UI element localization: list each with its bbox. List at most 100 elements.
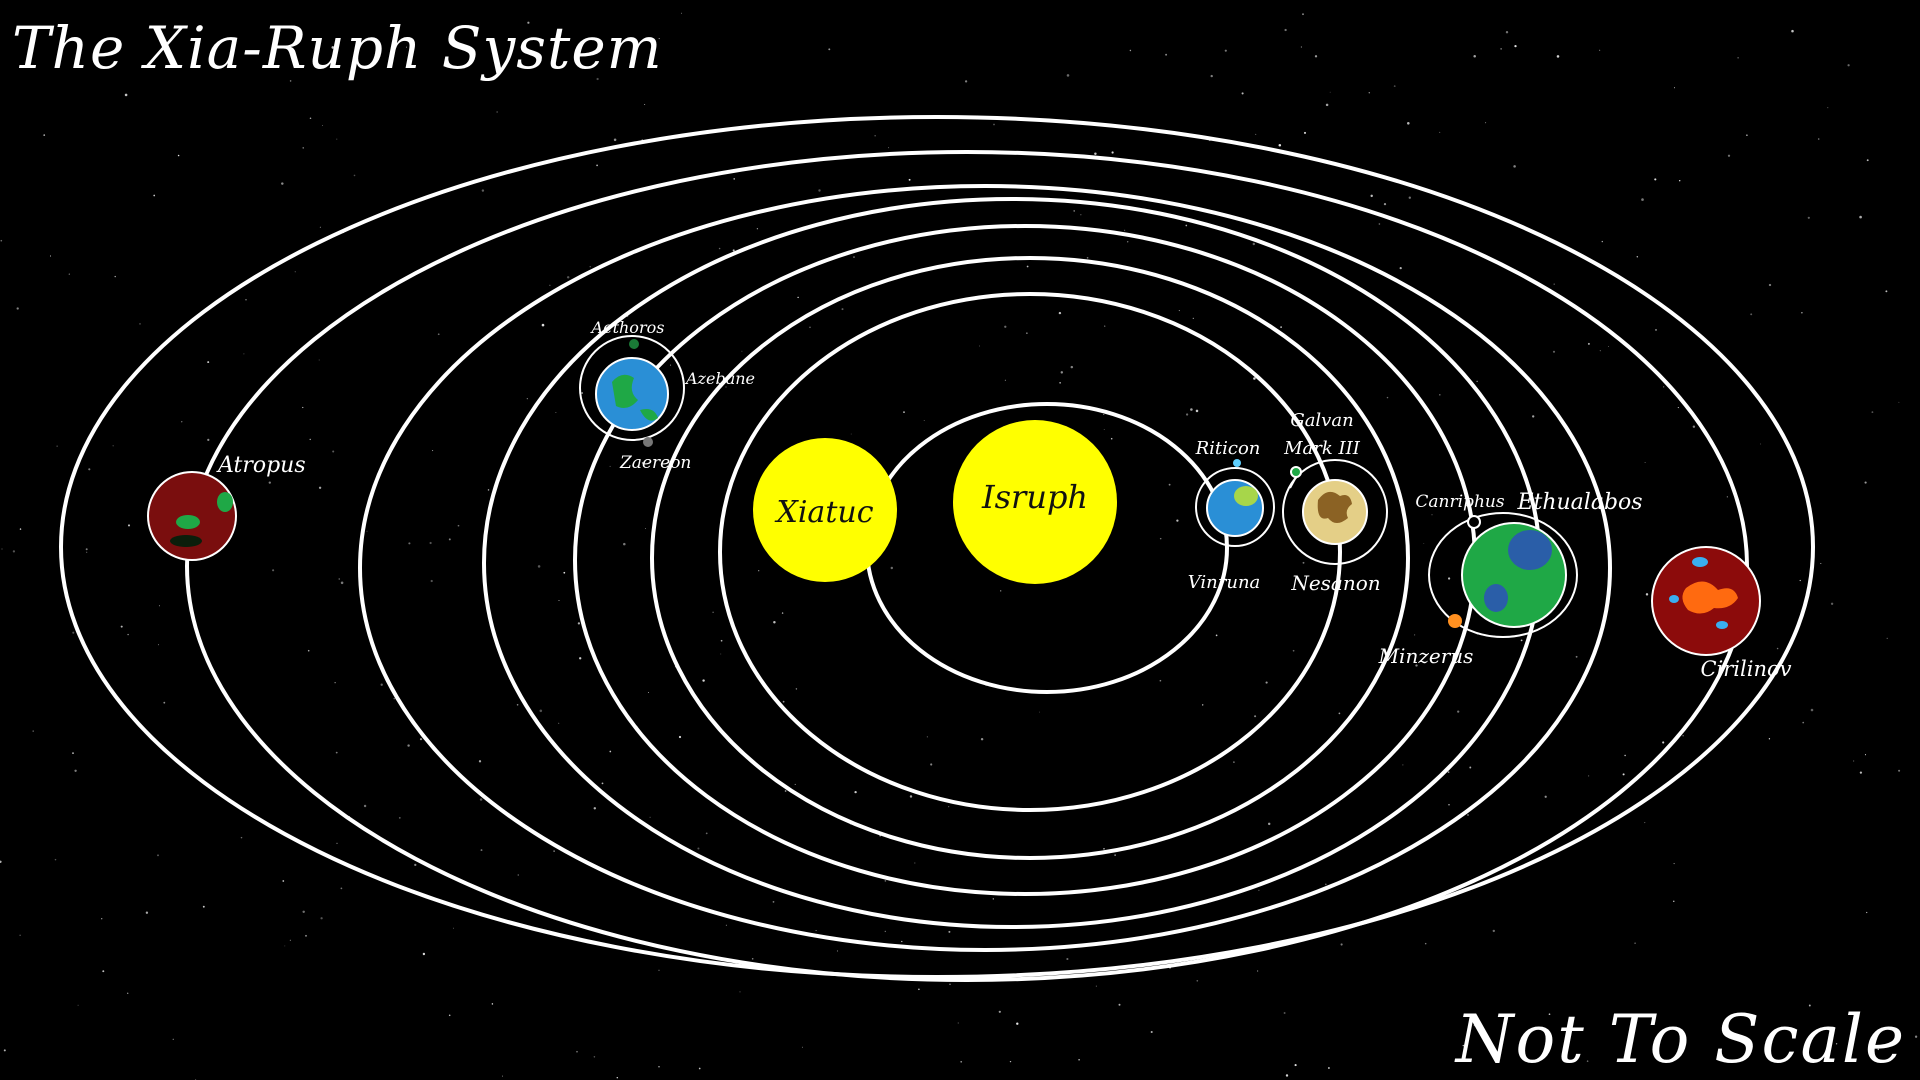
background-star: [1078, 1058, 1080, 1061]
background-star: [1038, 711, 1040, 713]
background-star: [1737, 57, 1739, 59]
background-star: [1066, 957, 1069, 961]
background-star: [1165, 53, 1168, 56]
background-star: [658, 969, 660, 971]
background-star: [1877, 1048, 1880, 1051]
background-star: [751, 958, 754, 960]
background-star: [1553, 283, 1555, 285]
background-star: [1544, 795, 1547, 798]
background-star: [1654, 178, 1657, 181]
orbit-2: [718, 292, 1342, 812]
background-star: [430, 579, 433, 583]
background-star: [1016, 1022, 1019, 1025]
background-star: [86, 551, 88, 553]
background-star: [19, 528, 22, 530]
background-star: [1185, 413, 1189, 416]
background-star: [801, 1046, 803, 1048]
background-star: [555, 412, 557, 413]
background-star: [1520, 639, 1523, 642]
background-star: [593, 807, 597, 810]
background-star: [1399, 266, 1402, 270]
background-star: [302, 406, 304, 409]
background-star: [1799, 579, 1801, 582]
background-star: [1103, 414, 1105, 415]
background-star: [948, 806, 950, 808]
planet-azebane: Aethoros Azebane Zaereon: [579, 318, 755, 473]
background-star: [240, 836, 243, 839]
background-star: [1086, 256, 1089, 259]
background-star: [678, 735, 682, 739]
background-star: [1026, 265, 1029, 268]
background-star: [1253, 377, 1256, 380]
background-star: [284, 945, 286, 947]
background-star: [1439, 394, 1441, 396]
background-star: [1150, 1030, 1153, 1034]
background-star: [12, 550, 16, 553]
background-star: [0, 860, 2, 864]
background-star: [589, 266, 591, 268]
background-star: [1914, 1035, 1918, 1038]
background-star: [1552, 350, 1556, 353]
background-star: [553, 850, 555, 852]
label-nesanon: Nesanon: [1290, 571, 1380, 595]
background-star: [1644, 462, 1646, 463]
background-star: [854, 790, 857, 794]
background-star: [305, 934, 307, 937]
background-star: [1118, 1003, 1121, 1006]
ethualabos-ocean: [1484, 584, 1508, 612]
diagram-title: The Xia-Ruph System: [12, 14, 663, 82]
background-star: [1645, 593, 1649, 596]
background-star: [282, 880, 285, 882]
background-star: [363, 804, 367, 808]
background-star: [581, 392, 584, 394]
background-star: [1473, 1024, 1476, 1027]
background-star: [1634, 942, 1636, 945]
background-star: [541, 323, 545, 327]
background-star: [1070, 365, 1074, 369]
background-star: [0, 239, 3, 242]
background-star: [1094, 152, 1097, 156]
orbit-8: [59, 115, 1815, 979]
background-star: [1808, 1004, 1811, 1007]
background-star: [1280, 326, 1282, 328]
background-star: [1408, 196, 1411, 199]
background-star: [1256, 970, 1259, 972]
background-star: [1476, 380, 1478, 382]
background-star: [601, 782, 604, 785]
background-star: [1185, 224, 1188, 227]
label-aethoros: Aethoros: [590, 318, 665, 337]
background-star: [502, 1075, 503, 1077]
background-star: [1, 548, 3, 550]
ethualabos-ocean: [1508, 530, 1552, 570]
background-star: [398, 817, 401, 819]
background-star: [926, 736, 928, 738]
star-xiatuc-label: Xiatuc: [774, 495, 873, 530]
background-star: [448, 1014, 451, 1017]
background-star: [452, 927, 454, 929]
background-star: [705, 832, 708, 835]
scale-note: Not To Scale: [1455, 1001, 1906, 1078]
background-star: [3, 1049, 6, 1052]
background-star: [993, 123, 995, 126]
background-star: [177, 154, 180, 157]
label-cirilinov: Cirilinov: [1700, 657, 1791, 681]
background-star: [1302, 13, 1304, 16]
background-star: [733, 178, 735, 180]
background-star: [577, 622, 581, 625]
background-star: [526, 398, 528, 400]
background-star: [609, 465, 611, 467]
background-star: [422, 952, 426, 956]
background-star: [1586, 1060, 1589, 1062]
moon-minzerus: [1448, 614, 1462, 628]
background-star: [335, 751, 338, 754]
background-star: [725, 924, 727, 926]
background-star: [1224, 49, 1227, 52]
background-star: [181, 421, 183, 423]
background-star: [1641, 198, 1644, 201]
background-star: [1370, 194, 1373, 198]
background-star: [908, 178, 911, 181]
vinruna-land: [1234, 486, 1258, 506]
background-star: [1750, 313, 1753, 316]
background-star: [318, 359, 320, 361]
background-star: [1195, 409, 1199, 413]
